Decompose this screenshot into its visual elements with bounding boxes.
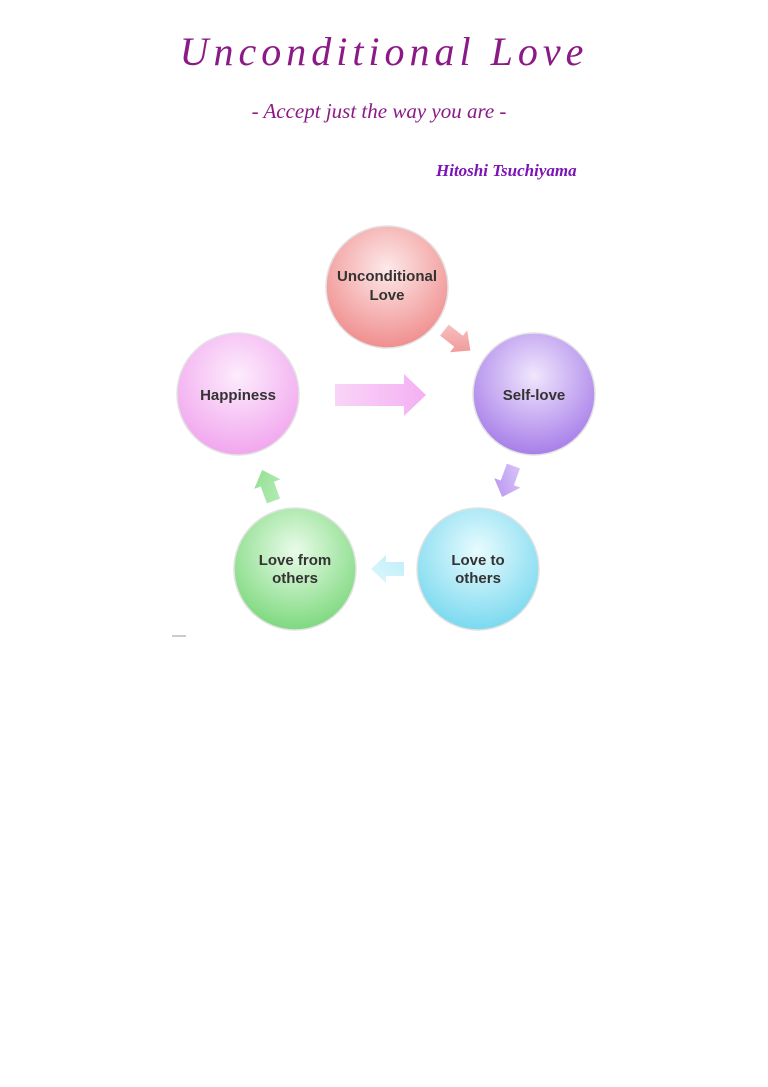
- arrow-happy-to-self-icon: [335, 374, 426, 416]
- node-label: Love from: [259, 552, 332, 569]
- node-label: Love: [369, 287, 404, 304]
- node-love-from-others: Love from others: [233, 507, 357, 631]
- arrow-uncond-to-self-icon: [440, 324, 471, 353]
- node-label: Love to: [451, 552, 504, 569]
- node-self-love: Self-love: [472, 332, 596, 456]
- node-label: Happiness: [200, 387, 276, 404]
- page-title: Unconditional Love: [179, 29, 589, 74]
- arrow-lfrom-to-happy-icon: [254, 470, 281, 504]
- node-label: Unconditional: [337, 268, 437, 285]
- node-label: others: [455, 570, 501, 587]
- node-unconditional-love: Unconditional Love: [325, 225, 449, 349]
- page-subtitle: - Accept just the way you are -: [251, 99, 507, 123]
- arrow-self-to-lto-icon: [494, 463, 521, 497]
- node-love-to-others: Love to others: [416, 507, 540, 631]
- node-happiness: Happiness: [176, 332, 300, 456]
- node-label: Self-love: [503, 387, 566, 404]
- author-name: Hitoshi Tsuchiyama: [436, 161, 577, 180]
- arrow-lto-to-lfrom-icon: [371, 555, 404, 583]
- node-label: others: [272, 570, 318, 587]
